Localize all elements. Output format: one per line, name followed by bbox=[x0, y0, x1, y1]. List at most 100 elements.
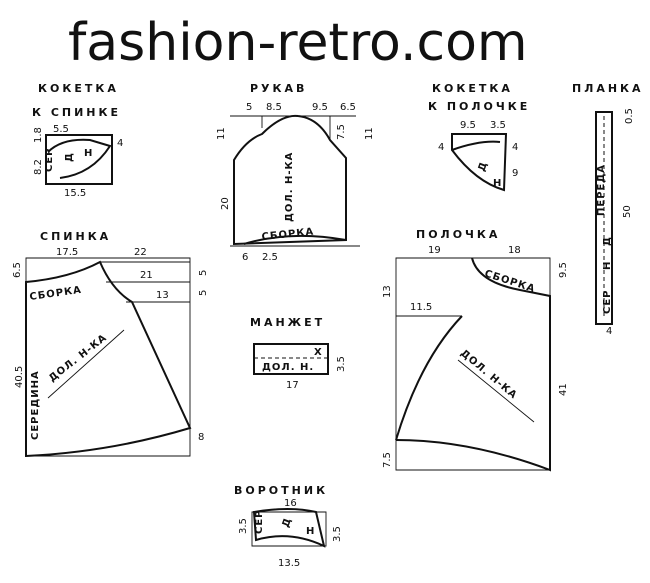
collar-frame bbox=[251, 511, 327, 547]
sleeve-title: РУКАВ bbox=[250, 82, 307, 95]
yoke-front-piece: КОКЕТКА К ПОЛОЧКЕ 9.5 3.5 4 4 9 Д Н bbox=[428, 82, 530, 192]
front-frame bbox=[395, 257, 551, 471]
sleeve-b2: 2.5 bbox=[262, 252, 278, 263]
front-armhole bbox=[395, 315, 463, 441]
yoke-back-curve bbox=[47, 138, 112, 179]
yoke-back-right: 4 bbox=[117, 138, 123, 149]
yoke-front-right: 4 bbox=[512, 142, 518, 153]
yoke-back-piece: КОКЕТКА К СПИНКЕ 5.5 1.8 8.2 4 15.5 СЕР … bbox=[32, 82, 123, 199]
cuff-grain: ДОЛ. Н. bbox=[262, 362, 314, 373]
back-right-2: 5 bbox=[198, 290, 209, 296]
yoke-front-n: Н bbox=[493, 178, 502, 189]
yoke-back-top: 5.5 bbox=[53, 124, 69, 135]
back-left-top: 6.5 bbox=[12, 262, 23, 278]
collar-ser: СЕР bbox=[254, 510, 265, 535]
back-inner-1: 21 bbox=[140, 270, 153, 281]
collar-n: Н bbox=[306, 526, 315, 537]
front-grain: ДОЛ. Н-КА bbox=[458, 348, 519, 402]
sleeve-b1: 6 bbox=[242, 252, 248, 263]
back-piece: СПИНКА 17.5 22 21 13 6.5 40.5 5 5 8 СБОР… bbox=[12, 230, 209, 458]
back-grain-line bbox=[47, 329, 125, 399]
cuff-h: 3.5 bbox=[336, 356, 347, 372]
yoke-front-title-2: К ПОЛОЧКЕ bbox=[428, 100, 530, 113]
cuff-outline bbox=[253, 343, 329, 375]
yoke-back-n: Н bbox=[84, 148, 93, 159]
front-left-bot: 7.5 bbox=[382, 452, 393, 468]
yoke-front-t2: 3.5 bbox=[490, 120, 506, 131]
front-piece: ПОЛОЧКА 19 18 11.5 13 7.5 9.5 41 СБОРКА … bbox=[382, 228, 569, 472]
cuff-cross: Х bbox=[314, 347, 323, 358]
sleeve-gather: СБОРКА bbox=[261, 227, 315, 243]
yoke-back-side-b: 8.2 bbox=[33, 159, 44, 175]
yoke-front-d: Д bbox=[476, 160, 490, 173]
back-right-1: 5 bbox=[198, 270, 209, 276]
back-left-h: 40.5 bbox=[14, 366, 25, 388]
front-inner: 11.5 bbox=[410, 302, 432, 313]
yoke-front-title-1: КОКЕТКА bbox=[432, 82, 513, 95]
front-right-h: 41 bbox=[558, 383, 569, 396]
yoke-back-side-a: 1.8 bbox=[33, 127, 44, 143]
back-right-bot: 8 bbox=[198, 432, 204, 443]
collar-piece: ВОРОТНИК 16 13.5 3.5 3.5 СЕР Д Н bbox=[234, 484, 343, 569]
yoke-back-title-1: КОКЕТКА bbox=[38, 82, 119, 95]
sleeve-t1: 5 bbox=[246, 102, 252, 113]
yoke-front-left: 4 bbox=[438, 142, 444, 153]
collar-left: 3.5 bbox=[238, 518, 249, 534]
back-frame bbox=[25, 257, 191, 457]
front-gather: СБОРКА bbox=[483, 268, 537, 295]
yoke-back-bottom: 15.5 bbox=[64, 188, 86, 199]
collar-title: ВОРОТНИК bbox=[234, 484, 328, 497]
placket-piece: ПЛАНКА 0.5 50 4 ПЕРЕДА Д Н СЕР bbox=[572, 82, 644, 337]
placket-pered: ПЕРЕДА bbox=[596, 164, 607, 216]
sleeve-left-h: 11 bbox=[216, 127, 227, 140]
yoke-back-outline bbox=[45, 134, 113, 185]
back-inner-2: 13 bbox=[156, 290, 169, 301]
cuff-w: 17 bbox=[286, 380, 299, 391]
back-gather: СБОРКА bbox=[29, 285, 83, 303]
back-outline bbox=[25, 260, 192, 458]
yoke-front-t1: 9.5 bbox=[460, 120, 476, 131]
yoke-back-title-2: К СПИНКЕ bbox=[32, 106, 121, 119]
sleeve-r1: 7.5 bbox=[336, 124, 347, 140]
yoke-front-r2: 9 bbox=[512, 168, 518, 179]
sleeve-t2: 8.5 bbox=[266, 102, 282, 113]
yoke-front-outline bbox=[451, 133, 508, 192]
yoke-back-ser: СЕР bbox=[44, 148, 55, 173]
placket-title: ПЛАНКА bbox=[572, 82, 644, 95]
cuff-title: МАНЖЕТ bbox=[250, 316, 325, 329]
sleeve-right-h: 11 bbox=[364, 127, 375, 140]
back-fold: СЕРЕДИНА bbox=[30, 370, 41, 440]
front-grain-line bbox=[457, 359, 535, 423]
placket-n: Н bbox=[602, 261, 613, 270]
back-t2: 22 bbox=[134, 247, 147, 258]
front-title: ПОЛОЧКА bbox=[416, 228, 500, 241]
sleeve-grain: ДОЛ. Н-КА bbox=[284, 152, 295, 222]
yoke-back-d: Д bbox=[64, 152, 75, 162]
back-t1: 17.5 bbox=[56, 247, 78, 258]
sleeve-t3: 9.5 bbox=[312, 102, 328, 113]
front-right-top: 9.5 bbox=[558, 262, 569, 278]
placket-d: Д bbox=[602, 236, 613, 246]
collar-top: 16 bbox=[284, 498, 297, 509]
yoke-front-curve bbox=[451, 140, 501, 151]
collar-right: 3.5 bbox=[332, 526, 343, 542]
front-t1: 19 bbox=[428, 245, 441, 256]
sleeve-piece: РУКАВ 5 8.5 9.5 6.5 11 11 7.5 20 6 2.5 Д… bbox=[216, 82, 375, 263]
sleeve-t4: 6.5 bbox=[340, 102, 356, 113]
back-title: СПИНКА bbox=[40, 230, 111, 243]
placket-ser: СЕР bbox=[602, 290, 613, 315]
sleeve-mid: 20 bbox=[220, 197, 231, 210]
placket-h: 50 bbox=[622, 205, 633, 218]
collar-bottom: 13.5 bbox=[278, 558, 300, 569]
front-t2: 18 bbox=[508, 245, 521, 256]
back-grain: ДОЛ. Н-КА bbox=[47, 332, 109, 384]
collar-d: Д bbox=[280, 516, 294, 529]
cuff-piece: МАНЖЕТ 17 3.5 Х ДОЛ. Н. bbox=[250, 316, 347, 391]
placket-outline bbox=[595, 111, 613, 325]
placket-bot: 4 bbox=[606, 326, 612, 337]
placket-w: 0.5 bbox=[624, 108, 635, 124]
sleeve-gather-line bbox=[243, 234, 347, 245]
site-title: fashion-retro.com bbox=[68, 13, 528, 73]
